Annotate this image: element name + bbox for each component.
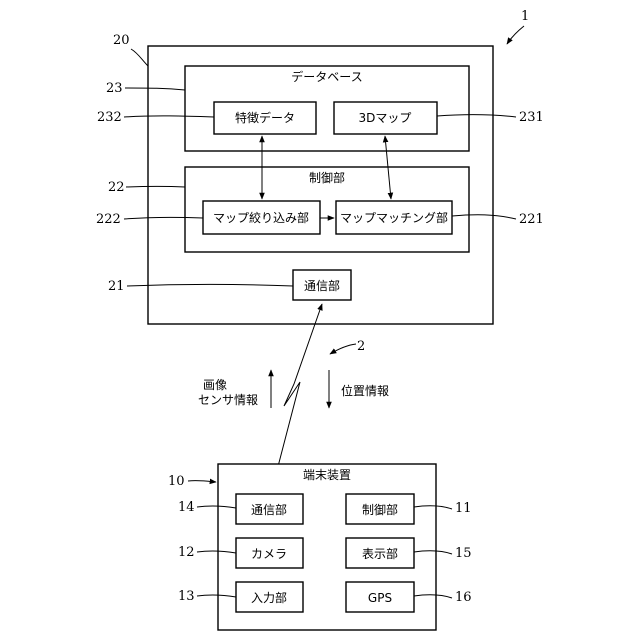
terminal-block: 端末装置 通信部 制御部 カメラ 表示部 入力部 GPS (218, 464, 436, 630)
ref-terminal-control: 11 (455, 501, 472, 516)
ref-terminal-comm: 14 (178, 500, 195, 515)
ref-gps: 16 (455, 590, 472, 605)
uplink-label-line1: 画像 (203, 378, 227, 392)
map-3d-label: 3Dマップ (359, 111, 412, 125)
leader-network (330, 344, 356, 354)
control-title: 制御部 (309, 170, 345, 185)
database-title: データベース (291, 69, 362, 84)
server-comm-label: 通信部 (304, 278, 340, 293)
leader-server (131, 49, 148, 66)
ref-map-matching: 221 (519, 212, 544, 227)
ref-control: 22 (108, 180, 125, 195)
network-link: 2 画像 センサ情報 位置情報 (198, 304, 389, 478)
ref-terminal: 10 (168, 474, 185, 489)
database-block: データベース 特徴データ 3Dマップ (185, 66, 469, 151)
ref-server: 20 (113, 33, 130, 48)
ref-map-narrowing: 222 (96, 212, 121, 227)
ref-input: 13 (178, 589, 195, 604)
network-zigzag (275, 304, 322, 478)
display-label: 表示部 (362, 546, 398, 561)
ref-network: 2 (357, 339, 365, 354)
ref-system: 1 (521, 9, 529, 24)
downlink-label: 位置情報 (341, 383, 389, 398)
server-block: データベース 特徴データ 3Dマップ 制御部 マップ絞り込み部 マップマッチング… (148, 46, 493, 324)
terminal-control-label: 制御部 (362, 502, 398, 517)
ref-feature-data: 232 (97, 110, 122, 125)
leader-terminal (188, 481, 216, 482)
ref-map-3d: 231 (519, 110, 544, 125)
ref-database: 23 (106, 81, 123, 96)
uplink-label-line2: センサ情報 (198, 393, 258, 407)
leader-system (507, 26, 524, 44)
ref-server-comm: 21 (108, 279, 125, 294)
camera-label: カメラ (251, 547, 287, 561)
ref-camera: 12 (178, 545, 195, 560)
map-narrowing-label: マップ絞り込み部 (213, 210, 309, 225)
terminal-comm-label: 通信部 (251, 502, 287, 517)
input-label: 入力部 (251, 590, 287, 605)
gps-label: GPS (368, 591, 392, 605)
map-matching-label: マップマッチング部 (340, 210, 448, 225)
control-block: 制御部 マップ絞り込み部 マップマッチング部 (185, 167, 469, 252)
ref-display: 15 (455, 546, 472, 561)
feature-data-label: 特徴データ (235, 110, 295, 125)
terminal-title: 端末装置 (303, 468, 351, 482)
